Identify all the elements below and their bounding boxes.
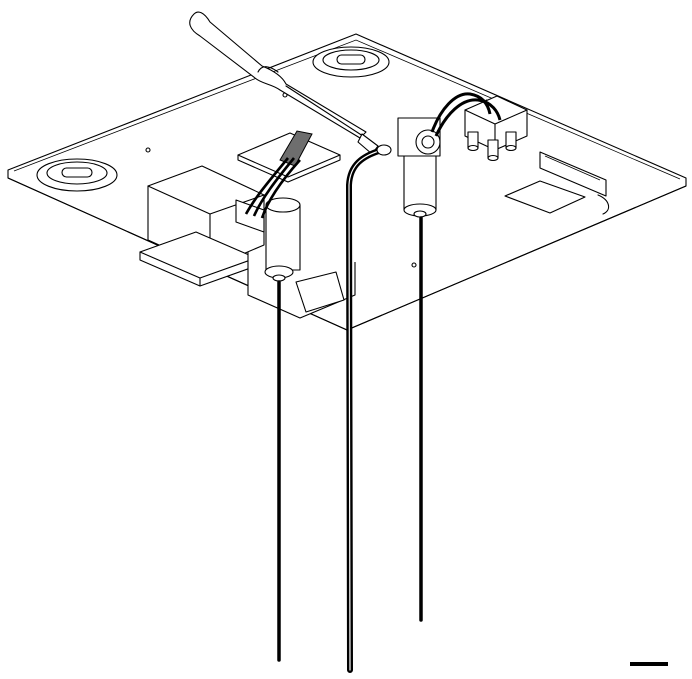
center-pad [237, 130, 341, 183]
screwdriver [189, 11, 379, 155]
rear-recess [504, 151, 610, 215]
slot-hole-left [36, 158, 118, 192]
wire-bundle [244, 92, 502, 219]
right-sensor-holder [397, 117, 441, 218]
control-box [139, 165, 265, 287]
left-sensor-holder [247, 197, 356, 319]
scale-bar [630, 662, 668, 666]
slot-hole-right [312, 46, 390, 78]
terminal-connector [464, 95, 528, 162]
probe-rods [277, 144, 423, 673]
